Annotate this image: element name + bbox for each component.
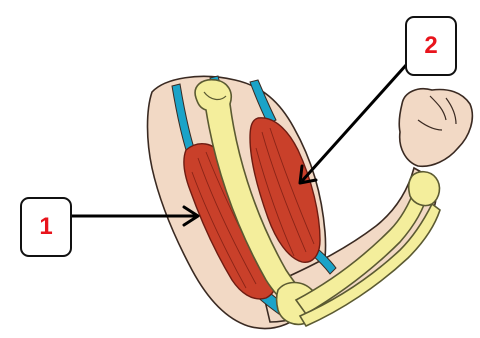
label-box-1: 1 [20, 197, 72, 257]
label-box-2: 2 [405, 16, 457, 76]
wrist-end [409, 172, 440, 206]
arrow-2-line [302, 64, 407, 181]
label-2-text: 2 [424, 32, 437, 60]
fist [399, 89, 472, 167]
label-1-text: 1 [39, 213, 52, 241]
